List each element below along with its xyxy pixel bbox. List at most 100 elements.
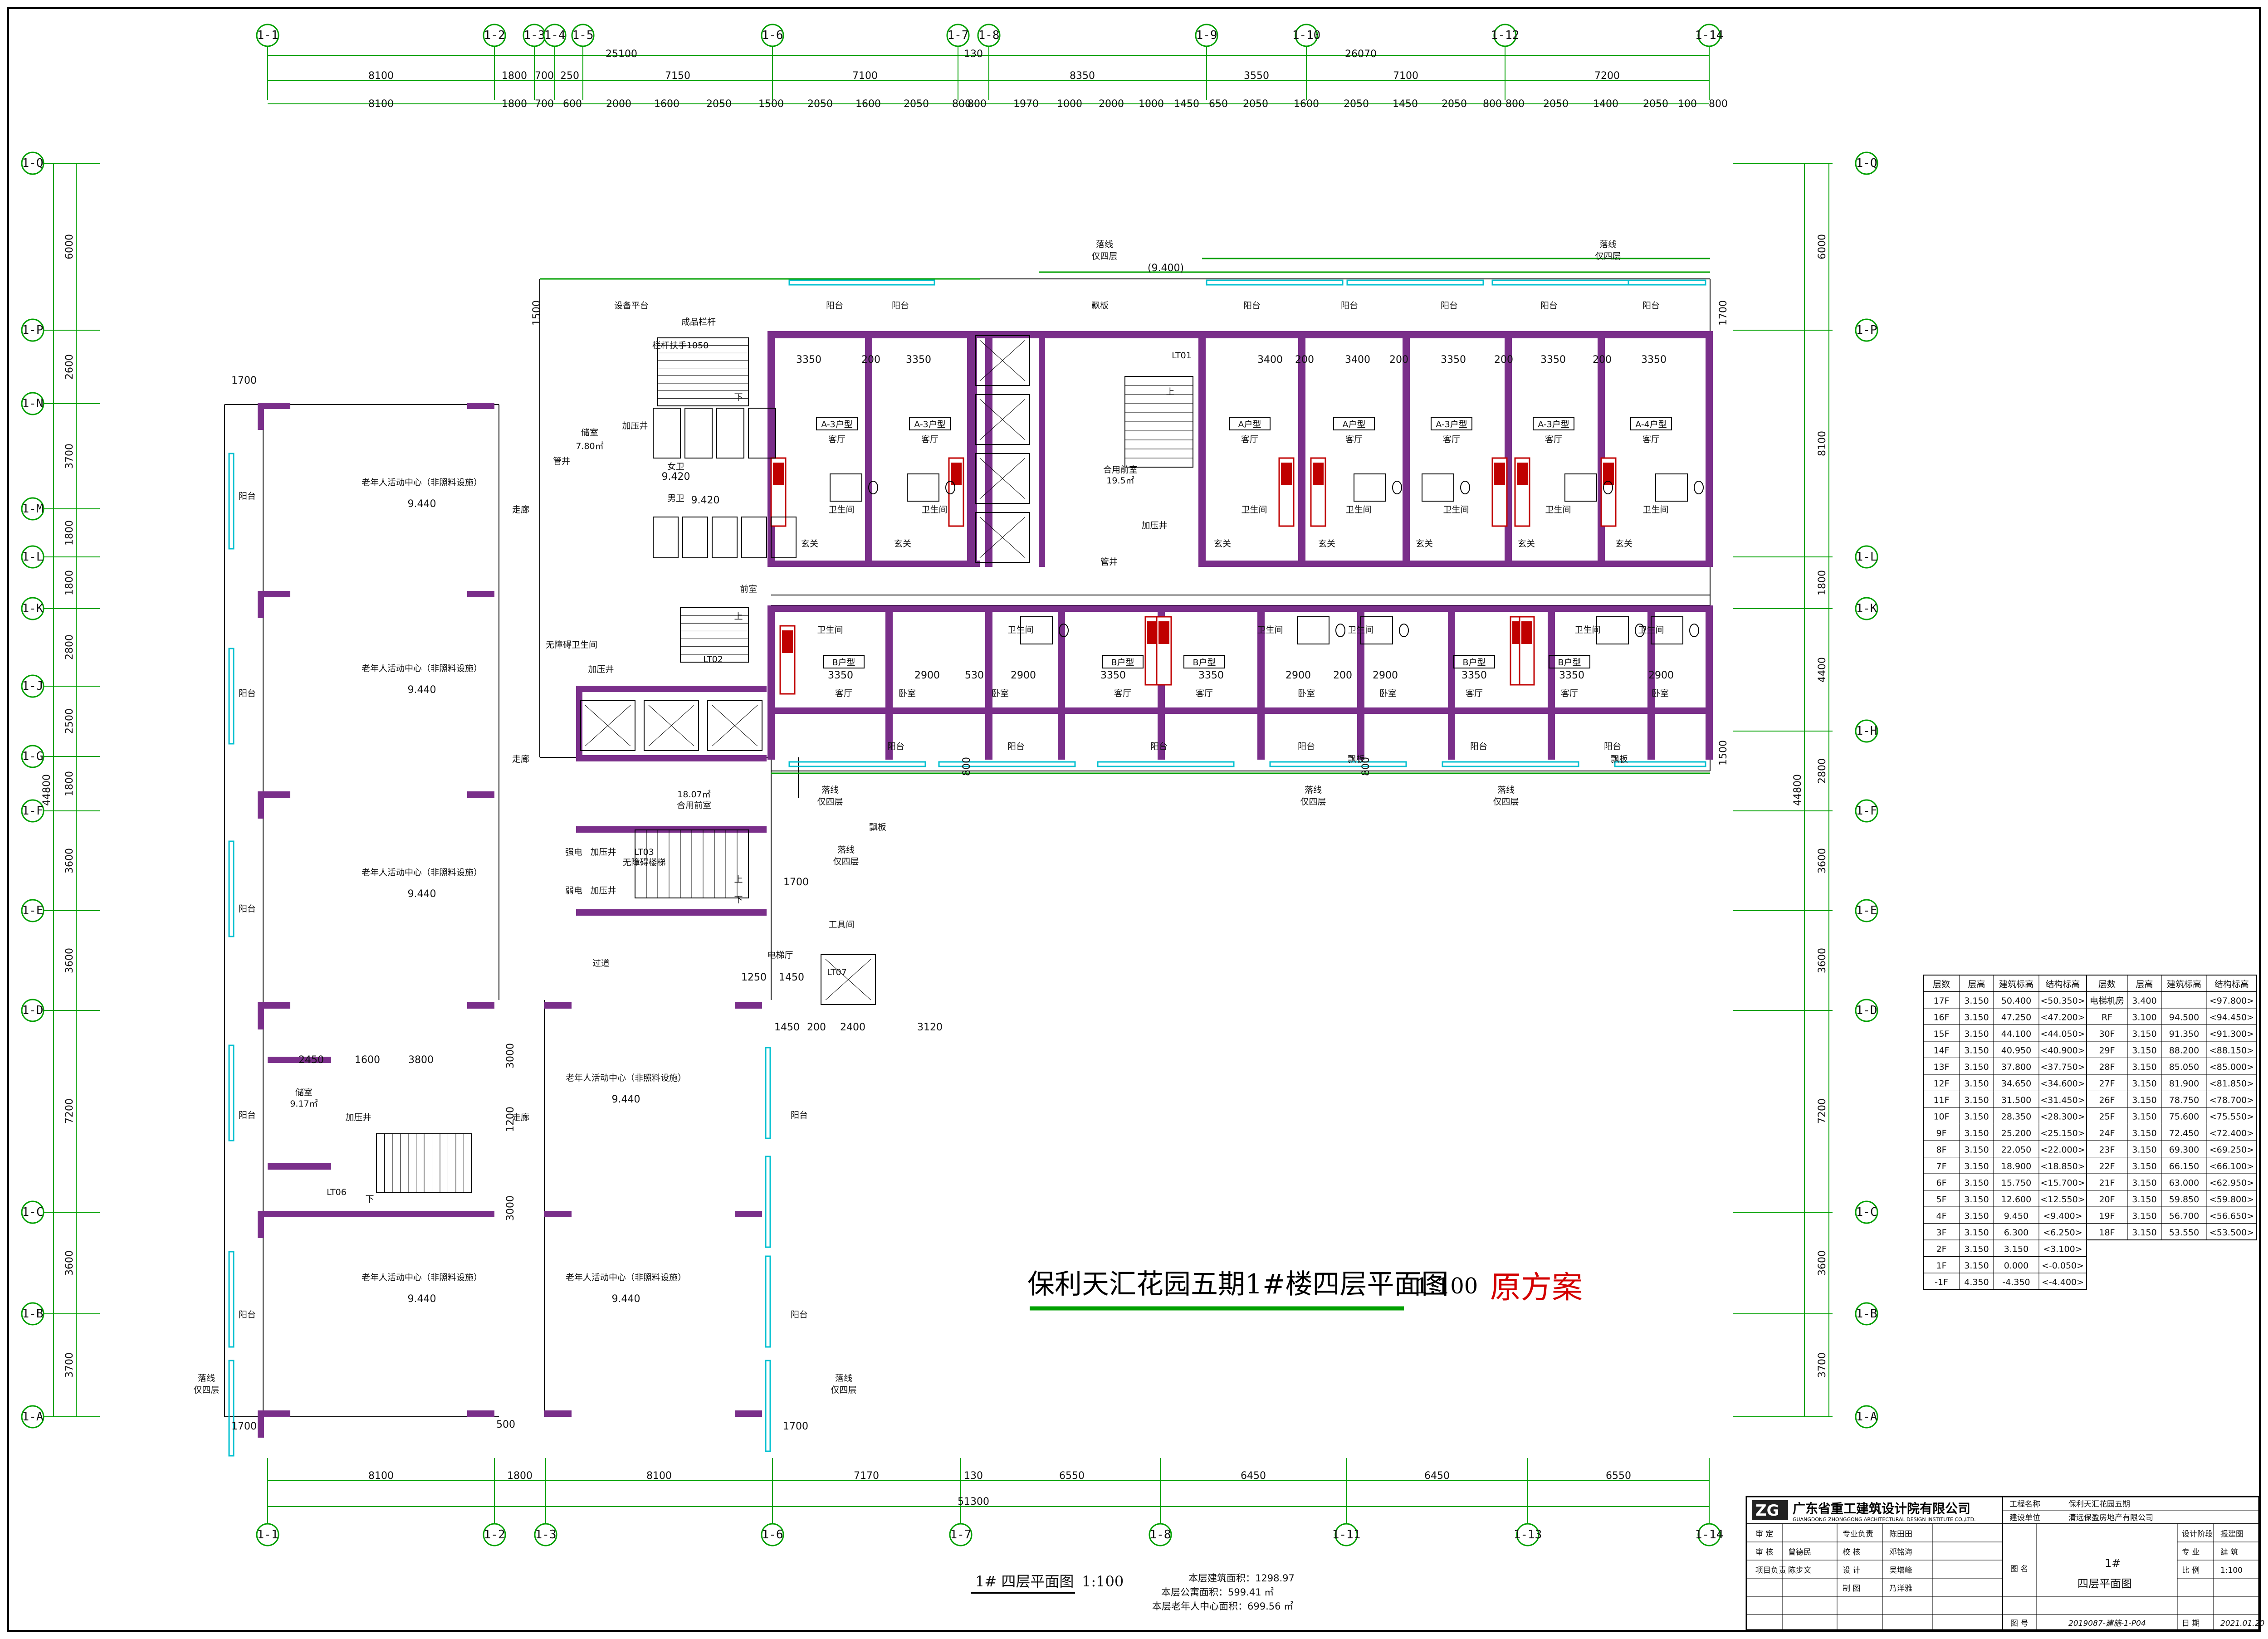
level-table-right-cell-15-0: 18F <box>2099 1228 2115 1238</box>
level-table-right-cell-12-0: 21F <box>2099 1178 2115 1188</box>
bathtub-icon-5 <box>1655 473 1688 502</box>
axis-left-12: 1-B <box>21 1302 44 1326</box>
toilet-icon-0 <box>868 481 878 494</box>
dim-left-col-7: 1800 <box>64 771 75 796</box>
drain-note-2: 落线 <box>821 785 839 795</box>
axis-left-0-label: 1-Q <box>22 156 44 170</box>
roof-elevation-mark: (9.400) <box>1148 263 1184 274</box>
railing-note-label: 栏杆扶手1050 <box>652 341 709 351</box>
dim-bottom-row-6: 6450 <box>1241 1470 1266 1482</box>
wall-unit-bot-2 <box>985 605 992 760</box>
accessible-ramp-label: 无障碍楼梯 <box>622 858 665 868</box>
dim-top-total-0: 25100 <box>606 49 637 60</box>
wall-seg-left-7 <box>467 591 494 597</box>
toilet-stall-men-1 <box>684 408 713 459</box>
axis-top-0-circle <box>256 24 279 47</box>
balcony-bot-label-5: 阳台 <box>1604 741 1621 751</box>
axis-top-0-label: 1-1 <box>257 29 279 42</box>
axis-left-12-circle <box>21 1302 44 1326</box>
bedroom-label-1: 卧室 <box>992 688 1009 698</box>
level-table-right-cell-12-2: 63.000 <box>2169 1178 2199 1188</box>
stove-icon-4 <box>1494 463 1505 485</box>
drawing-name-2: 四层平面图 <box>2077 1577 2132 1590</box>
axis-bottom-5: 1-8 <box>1149 1523 1172 1546</box>
level-table-left-cell-0-2: 建筑标高 <box>1999 979 2033 989</box>
dim-top-row2-5: 1600 <box>654 98 679 110</box>
axis-right-10-label: 1-A <box>1856 1410 1877 1424</box>
dim-misc-26: 2900 <box>1648 670 1674 681</box>
axis-right-8-circle <box>1855 1200 1878 1224</box>
entrance-top-label-3: 玄关 <box>1318 539 1335 549</box>
level-table-right-cell-1-0: 电梯机房 <box>2090 996 2124 1006</box>
level-table-left-cell-3-0: 15F <box>1933 1029 1949 1039</box>
company-logo-mark: ZG <box>1755 1502 1779 1520</box>
plan-subtitle-scale: 1:100 <box>1082 1573 1124 1590</box>
level-table-left-cell-4-2: 40.950 <box>2001 1045 2031 1055</box>
strong-electric-label: 强电 <box>565 847 582 857</box>
tb-r0c0: 审 定 <box>1755 1530 1773 1539</box>
elderly-center-elev-4: 9.440 <box>408 1293 436 1305</box>
dim-top-row2-16: 1000 <box>1139 98 1164 110</box>
axis-bottom-2: 1-3 <box>534 1523 557 1546</box>
level-table-right-cell-12-1: 3.150 <box>2132 1178 2156 1188</box>
axis-right-7-circle <box>1855 999 1878 1022</box>
living-top-label-3: 客厅 <box>1345 434 1363 444</box>
balcony-top-label-5: 阳台 <box>1540 301 1558 311</box>
axis-left-11-circle <box>21 1200 44 1224</box>
dim-misc-23: 2900 <box>1373 670 1398 681</box>
storage-lower-area: 9.17㎡ <box>290 1098 318 1109</box>
dim-top-row2-4: 2000 <box>606 98 631 110</box>
axis-left-5-label: 1-K <box>22 602 44 615</box>
level-table-right-cell-11-3: <66.100> <box>2209 1161 2254 1171</box>
axis-top-2-label: 1-3 <box>524 29 545 42</box>
bay-window-label-3: 飘板 <box>1611 754 1628 764</box>
axis-bottom-3-circle <box>761 1523 784 1546</box>
level-table-left-cell-7-1: 3.150 <box>1964 1095 1989 1105</box>
dim-misc-4: 200 <box>861 354 880 366</box>
level-table-right-cell-14-2: 56.700 <box>2169 1211 2199 1221</box>
level-table-right-cell-3-2: 91.350 <box>2169 1029 2199 1039</box>
dim-misc-11: 200 <box>1494 354 1513 366</box>
wall-seg-mid-3 <box>735 1002 762 1009</box>
stove-icon-9 <box>1158 621 1169 644</box>
axis-right-6-label: 1-E <box>1856 904 1877 917</box>
bathtub-icon-8 <box>1360 616 1393 644</box>
windows <box>228 258 1710 1457</box>
axis-right-2-circle <box>1855 545 1878 569</box>
drain-note-5: 落线 <box>837 845 855 855</box>
level-table-left-cell-10-3: <22.000> <box>2040 1145 2085 1155</box>
bathroom-top-label-6: 卫生间 <box>1642 505 1668 515</box>
wall-unit-bot-5 <box>1257 605 1265 760</box>
window-left-3 <box>228 1044 235 1141</box>
axis-right-1: 1-P <box>1855 318 1878 342</box>
dim-top-row2-1: 1800 <box>502 98 527 110</box>
shared-front-upper-label: 合用前室 <box>1103 465 1138 475</box>
unit-tag-top-4: A-3户型 <box>1436 420 1467 429</box>
drawing-number: 2019087-建施-1-P04 <box>2068 1619 2146 1628</box>
tb-r0c3: 陈田田 <box>1889 1530 1912 1539</box>
wall-seg-left-3 <box>263 1002 290 1009</box>
level-table-left-cell-1-0: 17F <box>1933 996 1949 1006</box>
wall-core-d <box>576 686 767 692</box>
level-table-right-cell-3-3: <91.300> <box>2209 1029 2254 1039</box>
dim-misc-19: 3350 <box>1100 670 1126 681</box>
axis-top-9-circle <box>1295 24 1318 47</box>
level-table-right-cell-13-0: 20F <box>2099 1195 2115 1205</box>
toilet-stall-women-1 <box>682 517 708 558</box>
unit-tag-box-4 <box>1431 417 1472 430</box>
dim-left-col-2: 3700 <box>64 444 75 469</box>
stair-front-label: 前室 <box>740 584 757 594</box>
pressure-shaft-label-2: 加压井 <box>590 847 616 857</box>
axis-left-7-label: 1-G <box>22 750 44 763</box>
axis-right-8: 1-C <box>1855 1200 1878 1224</box>
level-table-right-cell-0-1: 层高 <box>2136 979 2153 989</box>
level-table-right-cell-1-3: <97.800> <box>2209 996 2254 1006</box>
dim-top-row2-0: 8100 <box>368 98 394 110</box>
unit-tag-bot-3: B户型 <box>1462 658 1486 668</box>
dim-bottom-row-1: 1800 <box>507 1470 533 1482</box>
toilet-icon-5 <box>1694 481 1704 494</box>
living-top-label-6: 客厅 <box>1642 434 1660 444</box>
axis-bottom-8: 1-14 <box>1695 1523 1723 1546</box>
axis-right-5: 1-F <box>1855 799 1878 823</box>
